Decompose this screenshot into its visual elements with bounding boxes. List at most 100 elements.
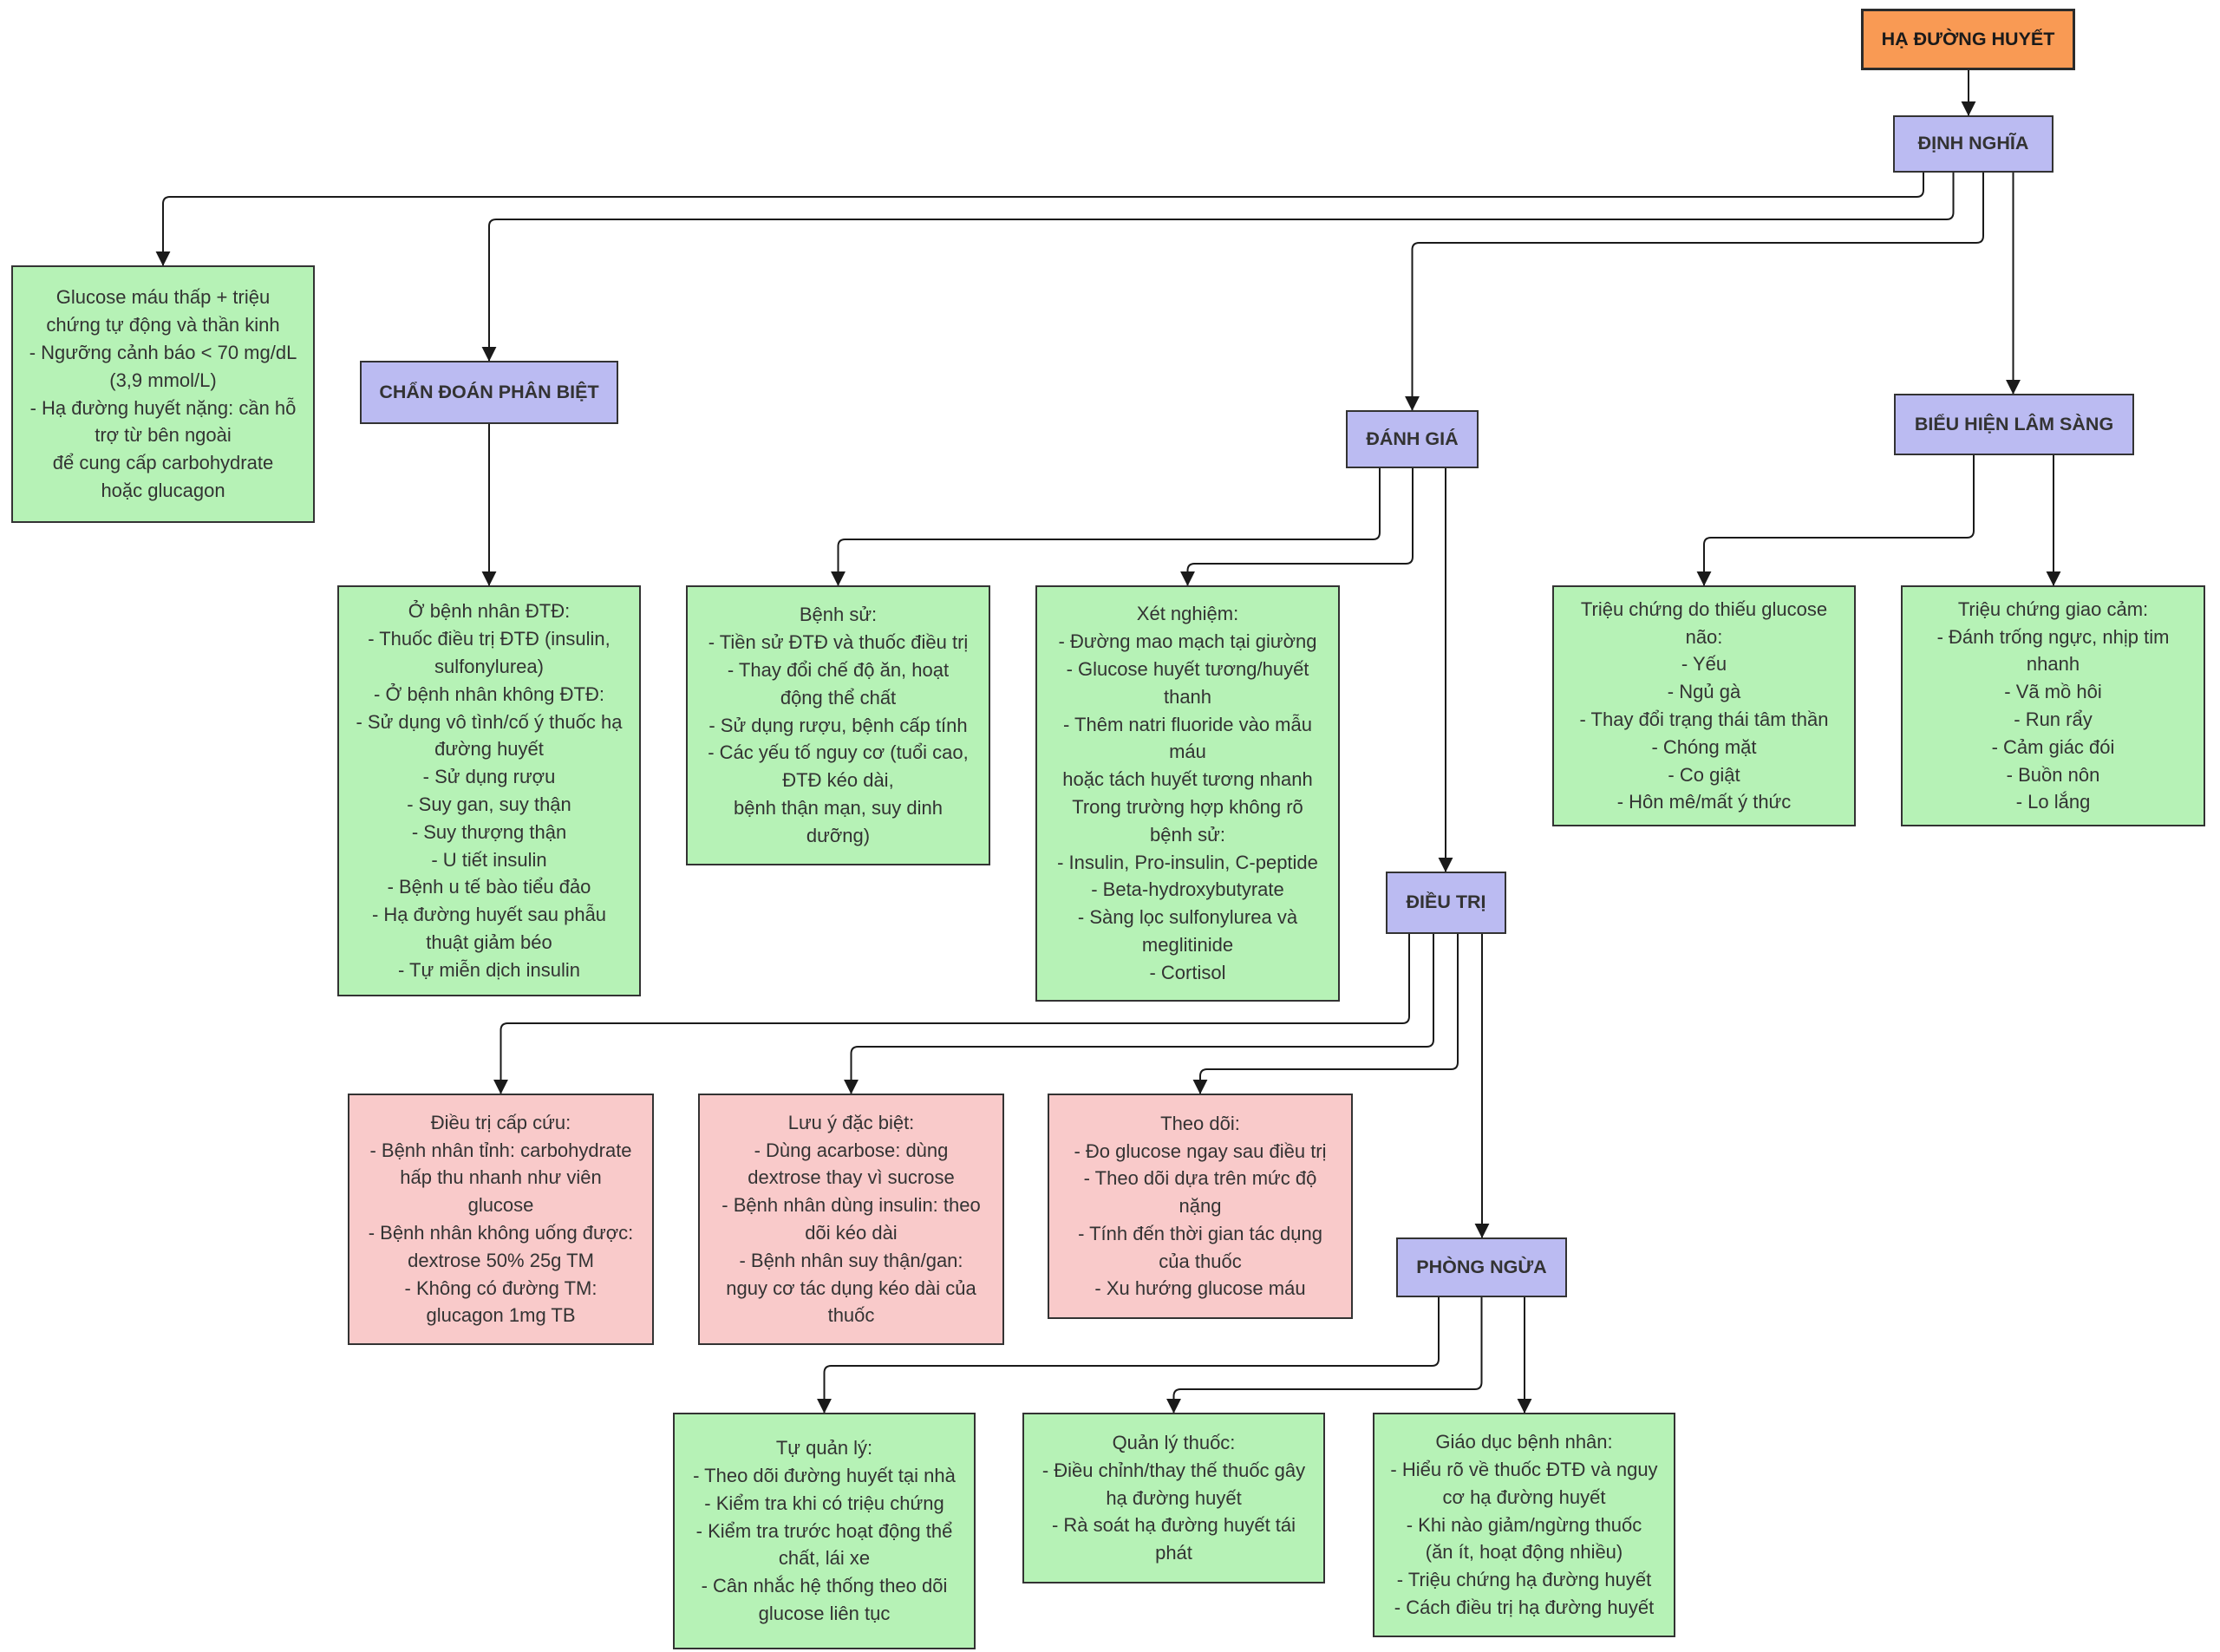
node-line: Triệu chứng giao cảm:	[1957, 597, 2149, 620]
edge-dieu-tri-to-theo-doi	[1192, 934, 1459, 1094]
node-line: - Buồn nôn	[2006, 763, 2100, 786]
node-label: CHẨN ĐOÁN PHÂN BIỆT	[379, 381, 599, 402]
node-line: ĐTĐ kéo dài,	[782, 769, 894, 792]
node-line: - Hiểu rõ về thuốc ĐTĐ và nguy	[1390, 1459, 1658, 1480]
node-line: Trong trường hợp không rõ	[1072, 796, 1303, 818]
node-line: hấp thu nhanh như viên	[400, 1166, 602, 1189]
node-line: - Sử dụng rượu	[422, 766, 556, 788]
node-root: HẠ ĐƯỜNG HUYẾT	[1861, 9, 2075, 70]
node-line: chứng tự động và thần kinh	[46, 314, 280, 336]
node-line: hoặc tách huyết tương nhanh	[1062, 768, 1313, 791]
node-label: HẠ ĐƯỜNG HUYẾT	[1881, 28, 2055, 49]
node-line: - Thay đổi trạng thái tâm thần	[1579, 708, 1829, 730]
node-label: PHÒNG NGỪA	[1416, 1256, 1547, 1277]
node-line: - Thêm natri fluoride vào mẫu	[1063, 713, 1312, 735]
node-phong-ngua: PHÒNG NGỪA	[1396, 1237, 1567, 1297]
node-line: - Đánh trống ngực, nhịp tim	[1936, 625, 2170, 648]
node-line: Triệu chứng do thiếu glucose	[1580, 597, 1828, 620]
node-line: - Hôn mê/mất ý thức	[1616, 791, 1792, 813]
edge-dinh-nghia-to-chan-doan-phan-biet	[481, 173, 1955, 362]
node-line: - Bệnh nhân không uống được:	[368, 1222, 634, 1244]
node-line: (3,9 mmol/L)	[109, 369, 217, 391]
node-line: meglitinide	[1141, 933, 1234, 956]
node-line: chất, lái xe	[778, 1547, 871, 1570]
node-line: - Ở bệnh nhân không ĐTĐ:	[374, 682, 604, 705]
node-line: - U tiết insulin	[431, 848, 547, 871]
node-line: hạ đường huyết	[1106, 1486, 1242, 1509]
node-line: - Sử dụng vô tình/cố ý thuốc hạ	[356, 710, 623, 733]
node-line: - Xu hướng glucose máu	[1094, 1277, 1306, 1300]
node-line: - Dùng acarbose: dùng	[754, 1139, 949, 1161]
node-benh-su: Bệnh sử: - Tiền sử ĐTĐ và thuốc điều trị -…	[686, 585, 990, 865]
node-line: nhanh	[2026, 653, 2080, 676]
node-line: dõi kéo dài	[805, 1222, 898, 1244]
node-line: - Bệnh nhân suy thận/gan:	[739, 1249, 963, 1271]
node-line: - Thay đổi chế độ ăn, hoạt	[727, 659, 950, 681]
node-line: trợ từ bên ngoài	[95, 424, 232, 447]
node-line: - Kiểm tra khi có triệu chứng	[704, 1492, 944, 1514]
node-line: động thể chất	[780, 686, 897, 708]
node-label: ĐIỀU TRỊ	[1406, 891, 1486, 913]
node-dinh-nghia-noi-dung: Glucose máu thấp + triệu chứng tự động và…	[11, 265, 315, 523]
node-line: - Bệnh u tế bào tiểu đảo	[387, 876, 591, 898]
node-line: não:	[1685, 625, 1723, 648]
node-line: - Điều chỉnh/thay thế thuốc gây	[1041, 1459, 1306, 1481]
node-line: - Suy thượng thận	[411, 820, 567, 843]
node-line: - Hạ đường huyết sau phẫu	[371, 904, 607, 926]
node-line: - Cân nhắc hệ thống theo dõi	[701, 1575, 948, 1597]
edge-dinh-nghia-to-dinh-nghia-noi-dung	[155, 173, 1924, 266]
node-line: của thuốc	[1159, 1250, 1242, 1272]
node-line: - Chóng mặt	[1651, 735, 1757, 758]
node-line: nặng	[1179, 1195, 1222, 1218]
node-label: ĐÁNH GIÁ	[1366, 428, 1459, 449]
node-dieu-tri: ĐIỀU TRỊ	[1386, 872, 1506, 934]
node-line: - Vã mồ hôi	[2004, 681, 2102, 703]
edge-phong-ngua-to-quan-ly-thuoc	[1166, 1297, 1483, 1414]
node-line: - Kiểm tra trước hoạt động thể	[695, 1519, 953, 1542]
node-line: dưỡng)	[806, 824, 871, 846]
node-line: cơ hạ đường huyết	[1442, 1485, 1606, 1508]
node-line: - Bệnh nhân tỉnh: carbohydrate	[369, 1139, 632, 1161]
node-giao-duc-benh-nhan: Giáo dục bệnh nhân: - Hiểu rõ về thuốc ĐT…	[1373, 1413, 1675, 1637]
node-line: glucose	[467, 1194, 534, 1217]
node-bieu-hien-lam-sang: BIỂU HIỆN LÂM SÀNG	[1894, 394, 2134, 455]
edge-dieu-tri-to-dieu-tri-cap-cuu	[493, 934, 1410, 1094]
node-label: BIỂU HIỆN LÂM SÀNG	[1914, 413, 2114, 434]
node-line: - Cortisol	[1149, 961, 1226, 983]
edge-dinh-nghia-to-danh-gia	[1405, 173, 1984, 411]
node-tu-quan-ly: Tự quản lý:- Theo dõi đường huyết tại nh…	[673, 1413, 976, 1649]
node-theo-doi: Theo dõi:- Đo glucose ngay sau điều trị-…	[1048, 1094, 1353, 1319]
node-line: - Insulin, Pro-insulin, C-peptide	[1057, 851, 1318, 873]
node-chan-doan-phan-biet: CHẨN ĐOÁN PHÂN BIỆT	[360, 361, 618, 424]
node-trieu-chung-giao-cam: Triệu chứng giao cảm: - Đánh trống ngực, …	[1901, 585, 2205, 826]
node-quan-ly-thuoc: Quản lý thuốc: - Điều chỉnh/thay thế thuố…	[1022, 1413, 1325, 1583]
node-line: Ở bệnh nhân ĐTĐ:	[408, 600, 571, 623]
node-line: - Run rẩy	[2014, 708, 2093, 730]
node-line: hoặc glucagon	[101, 479, 225, 501]
node-dinh-nghia: ĐỊNH NGHĨA	[1893, 115, 2054, 173]
node-line: - Tiền sử ĐTĐ và thuốc điều trị	[708, 631, 969, 654]
node-line: - Không có đường TM:	[404, 1277, 597, 1299]
node-line: - Lo lắng	[2015, 791, 2091, 813]
node-line: - Tự miễn dịch insulin	[398, 958, 580, 981]
node-line: bệnh thận mạn, suy dinh	[734, 796, 943, 819]
node-line: glucagon 1mg TB	[426, 1304, 576, 1327]
node-line: Bệnh sử:	[799, 604, 878, 626]
edge-dieu-tri-to-luu-y-dac-biet	[844, 934, 1434, 1094]
node-xet-nghiem: Xét nghiệm:- Đường mao mạch tại giường- …	[1035, 585, 1340, 1002]
edge-bieu-hien-lam-sang-to-trieu-chung-nao	[1696, 455, 1975, 586]
node-line: Giáo dục bệnh nhân:	[1435, 1431, 1613, 1453]
node-line: - Glucose huyết tương/huyết	[1066, 658, 1309, 681]
node-line: Glucose máu thấp + triệu	[56, 286, 271, 309]
node-line: Quản lý thuốc:	[1112, 1432, 1236, 1453]
node-line: - Yếu	[1681, 653, 1727, 676]
edge-danh-gia-to-benh-su	[831, 468, 1381, 586]
node-line: dextrose 50% 25g TM	[408, 1249, 594, 1271]
node-line: Xét nghiệm:	[1136, 603, 1239, 625]
node-line: bệnh sử:	[1150, 823, 1225, 846]
node-line: dextrose thay vì sucrose	[748, 1166, 955, 1189]
node-line: để cung cấp carbohydrate	[52, 452, 274, 474]
